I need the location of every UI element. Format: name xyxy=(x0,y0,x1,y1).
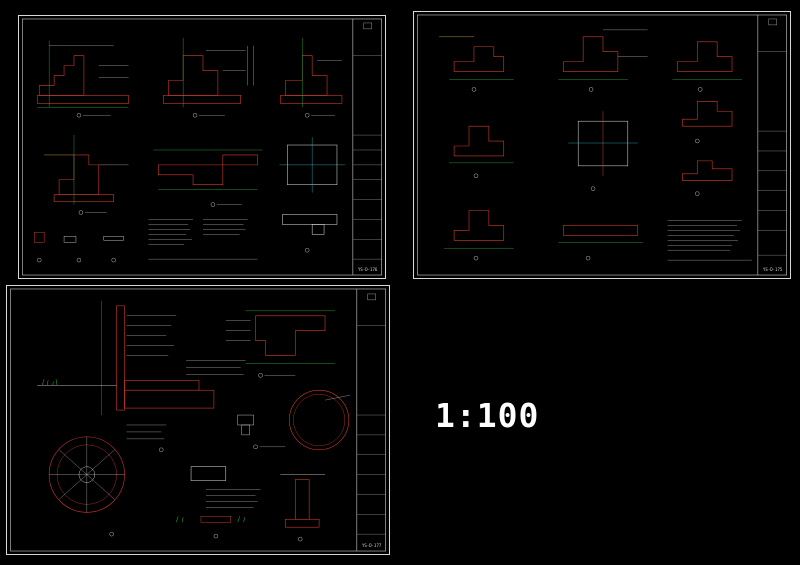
sheet-3-drawing xyxy=(10,288,386,552)
sheet-1-drawing xyxy=(22,18,382,276)
sheet-2-drawing xyxy=(417,14,787,276)
drawing-sheet-3: YS-D-177 xyxy=(6,285,390,555)
sheet-2-code: YS-D-175 xyxy=(763,267,783,272)
drawing-sheet-1: YS-D-176 xyxy=(18,15,386,279)
drawing-sheet-2: YS-D-175 xyxy=(413,11,791,279)
scale-label: 1:100 xyxy=(435,396,540,435)
sheet-3-code: YS-D-177 xyxy=(362,543,382,548)
sheet-1-code: YS-D-176 xyxy=(358,267,378,272)
